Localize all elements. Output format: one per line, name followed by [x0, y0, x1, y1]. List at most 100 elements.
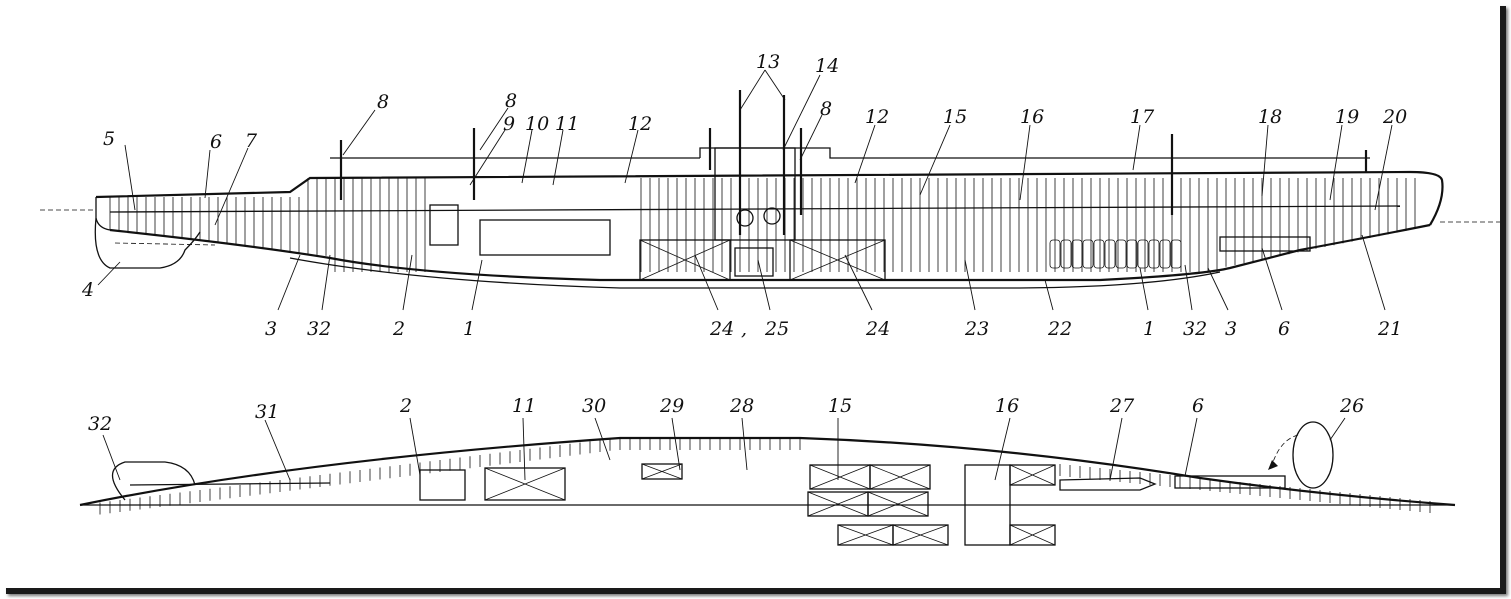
callout-8: 8 — [505, 90, 517, 112]
callout-3: 3 — [1225, 318, 1237, 340]
callout-15: 15 — [943, 106, 967, 128]
battery-block-cross — [869, 464, 931, 490]
leader-p11 — [522, 417, 526, 481]
callout-1: 1 — [1143, 318, 1155, 340]
battery-block-cross — [892, 524, 949, 546]
callout-15: 15 — [828, 395, 852, 417]
callout-32: 32 — [307, 318, 331, 340]
conning-tower — [714, 147, 796, 241]
battery-blocks-plan — [807, 464, 1056, 546]
callout-2: 2 — [392, 318, 405, 340]
leader-22 — [1044, 279, 1054, 311]
battery-compartment-aft — [639, 239, 731, 281]
callout-18: 18 — [1258, 106, 1282, 128]
torpedo-tube-6 — [1174, 475, 1286, 489]
callout-14: 14 — [815, 55, 839, 77]
callout-17: 17 — [1130, 106, 1155, 128]
helm-wheel-2 — [763, 207, 781, 225]
callout-separator: , — [741, 318, 747, 340]
hull-frames — [109, 178, 1416, 272]
diesel-engine — [479, 219, 611, 256]
leader-p16 — [994, 417, 1011, 481]
battery-cell — [1148, 239, 1160, 269]
leader-1b — [1139, 267, 1149, 311]
leader-16 — [1019, 124, 1031, 201]
leader-p30 — [594, 417, 611, 461]
callout-7: 7 — [245, 130, 258, 152]
battery-compartment-fwd — [789, 239, 886, 281]
battery-cell — [1170, 239, 1182, 269]
battery-cell — [1159, 239, 1171, 269]
leader-20 — [1374, 124, 1393, 211]
leader-12a — [624, 129, 639, 184]
leader-3b — [1207, 267, 1229, 311]
callout-32: 32 — [88, 413, 112, 435]
battery-cell — [1071, 239, 1083, 269]
propeller-shaft-line — [114, 242, 216, 246]
battery-block-cross — [837, 524, 894, 546]
leader-13a — [739, 69, 766, 111]
propeller-shaft-plan — [129, 482, 331, 486]
battery-block — [869, 464, 931, 490]
battery-cell — [1082, 239, 1094, 269]
battery-cells-forward — [1049, 239, 1182, 269]
coupling-plan — [419, 469, 466, 501]
leader-15 — [919, 124, 951, 196]
callout-22: 22 — [1047, 318, 1072, 340]
leader-p2 — [409, 417, 421, 476]
control-panel — [429, 204, 459, 246]
leader-25 — [757, 259, 771, 311]
leader-8a — [342, 109, 376, 156]
leader-7 — [214, 147, 249, 226]
leader-p27 — [1109, 417, 1123, 481]
keel-line — [289, 257, 1221, 289]
battery-cell — [1060, 239, 1072, 269]
helm-wheel-1 — [736, 209, 754, 227]
battery-block-cross — [867, 491, 929, 517]
superstructure-rail — [330, 147, 1370, 159]
callout-10: 10 — [525, 113, 549, 135]
callout-16: 16 — [995, 395, 1019, 417]
callout-8: 8 — [820, 98, 832, 120]
leader-17 — [1132, 124, 1141, 171]
control-room-plan — [964, 464, 1011, 546]
callout-9: 9 — [503, 113, 515, 135]
battery-cell — [1137, 239, 1149, 269]
leader-11 — [552, 129, 564, 186]
leader-2 — [402, 254, 413, 311]
callout-3: 3 — [265, 318, 277, 340]
torpedo-tube-forward — [1219, 236, 1311, 252]
leader-p29 — [671, 417, 681, 471]
battery-cell — [1115, 239, 1127, 269]
callout-5: 5 — [103, 128, 115, 150]
callout-6: 6 — [210, 131, 222, 153]
callout-8: 8 — [377, 91, 389, 113]
stern-profile — [95, 197, 111, 231]
leader-p31 — [264, 419, 291, 481]
callout-30: 30 — [582, 395, 606, 417]
stern-fairing — [111, 461, 196, 501]
callout-24: 24 — [865, 318, 890, 340]
battery-cell — [1126, 239, 1138, 269]
rudder — [94, 217, 201, 269]
leader-p28 — [741, 417, 748, 471]
leader-24a — [694, 254, 719, 311]
battery-cell — [1049, 239, 1061, 269]
leader-p6 — [1184, 417, 1198, 477]
callout-19: 19 — [1335, 106, 1359, 128]
callout-23: 23 — [964, 318, 989, 340]
leader-6 — [204, 149, 211, 199]
leader-23 — [964, 259, 976, 311]
callout-6: 6 — [1278, 318, 1290, 340]
battery-block-cross — [1009, 524, 1056, 546]
leader-p32 — [102, 434, 121, 481]
leader-8c — [799, 114, 823, 161]
hatch-swing-arc — [1271, 434, 1299, 466]
central-post-tank — [734, 247, 774, 277]
side-profile-view: 5 6 7 8 8 9 10 11 12 13 14 8 12 15 16 17… — [40, 51, 1500, 340]
battery-block — [867, 491, 929, 517]
battery-cell — [1104, 239, 1116, 269]
leader-8b — [479, 107, 509, 151]
callout-25: 25 — [764, 318, 789, 340]
